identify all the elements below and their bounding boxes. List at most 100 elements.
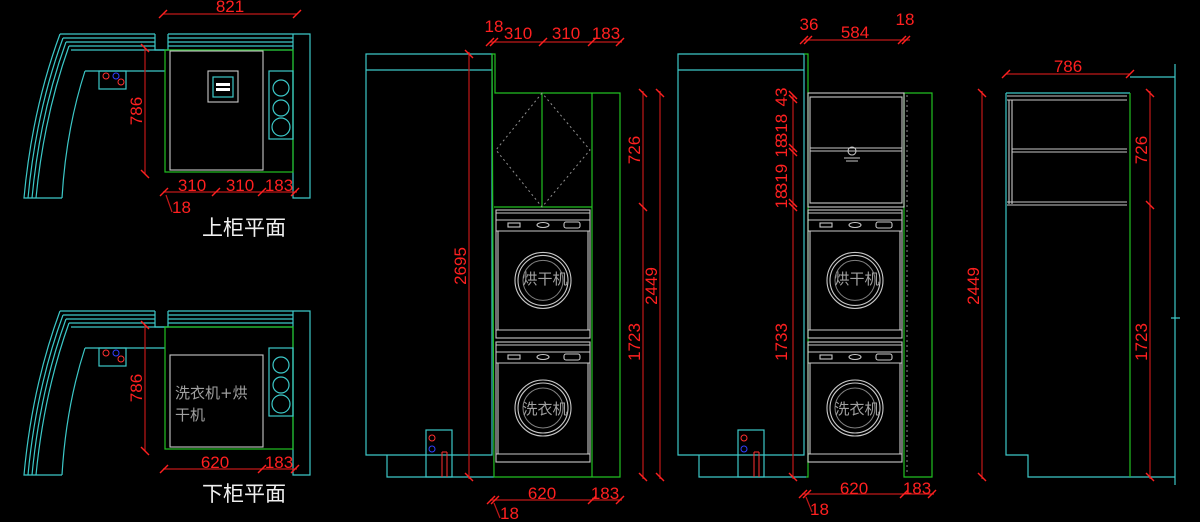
door-outer bbox=[514, 251, 572, 309]
door-outer bbox=[826, 379, 884, 437]
dim-label: 2449 bbox=[964, 267, 983, 305]
dim-label: 620 bbox=[201, 453, 229, 472]
dim-label: 2695 bbox=[451, 247, 470, 285]
dimension-786: 786 bbox=[127, 43, 150, 179]
dim-label: 183 bbox=[592, 24, 620, 43]
washer-dryer-stack bbox=[807, 209, 903, 463]
display-icon bbox=[563, 353, 581, 361]
faucet-fixture bbox=[98, 70, 127, 90]
dimension-bottom-chain: 620 183 bbox=[159, 453, 300, 474]
plan-title: 上柜平面 bbox=[202, 216, 286, 240]
dim-label: 786 bbox=[127, 97, 146, 125]
faucet-fixture bbox=[737, 429, 765, 478]
curved-countertop bbox=[23, 33, 311, 199]
dim-label: 620 bbox=[528, 484, 556, 503]
washer-label: 洗衣机 bbox=[522, 400, 567, 418]
washer bbox=[807, 341, 903, 463]
door-outer bbox=[826, 251, 884, 309]
door-glass bbox=[834, 387, 876, 429]
appliance-footprint bbox=[169, 354, 264, 448]
washer-label: 洗衣机 bbox=[834, 400, 879, 418]
dim-label: 18 bbox=[485, 17, 504, 36]
dimension-lines: 18 310 310 183 2695 726 1723 2449 620 18… bbox=[451, 17, 665, 522]
laundry-cabinet bbox=[491, 53, 621, 478]
dryer bbox=[807, 209, 903, 339]
display-icon bbox=[563, 221, 581, 229]
appliance-label: 干机 bbox=[175, 406, 205, 424]
control-buttons-icon bbox=[507, 354, 521, 360]
dim-label: 18 bbox=[810, 500, 829, 519]
dim-label: 43 bbox=[772, 88, 791, 107]
door-glass bbox=[522, 259, 564, 301]
dim-label: 183 bbox=[903, 479, 931, 498]
washer bbox=[495, 341, 591, 463]
dim-label: 36 bbox=[800, 15, 819, 34]
side-outline bbox=[1005, 64, 1180, 485]
control-buttons-icon bbox=[819, 354, 833, 360]
display-icon bbox=[875, 221, 893, 229]
door-outer bbox=[514, 379, 572, 437]
dim-label: 319 bbox=[772, 164, 791, 192]
dim-label: 183 bbox=[591, 484, 619, 503]
dim-label: 310 bbox=[226, 176, 254, 195]
upper-shelf-unit bbox=[1007, 95, 1127, 206]
dryer bbox=[495, 209, 591, 339]
dim-label: 1723 bbox=[625, 323, 644, 361]
dim-label: 726 bbox=[1132, 136, 1151, 164]
dimension-bottom-chain: 310 310 183 18 bbox=[159, 176, 300, 217]
dimension-821: 821 bbox=[158, 0, 302, 19]
dim-label: 786 bbox=[1054, 57, 1082, 76]
dryer-label: 烘干机 bbox=[522, 270, 567, 288]
dim-label: 18 bbox=[896, 10, 915, 29]
lower-cabinet-plan: 洗衣机+烘 干机 786 620 183 下柜平面 bbox=[23, 310, 311, 506]
dim-label: 2449 bbox=[642, 267, 661, 305]
appliance-top bbox=[169, 50, 264, 171]
door-glass bbox=[522, 387, 564, 429]
curved-countertop bbox=[23, 310, 311, 476]
storage-circles bbox=[268, 347, 294, 417]
dim-label: 726 bbox=[625, 136, 644, 164]
dial-icon bbox=[536, 353, 550, 361]
door-glass bbox=[834, 259, 876, 301]
control-buttons-icon bbox=[819, 222, 833, 228]
dim-label: 1733 bbox=[772, 323, 791, 361]
dim-label: 18 bbox=[500, 504, 519, 522]
display-icon bbox=[875, 353, 893, 361]
dim-label: 318 bbox=[772, 114, 791, 142]
dimension-lines: 786 2449 726 1723 bbox=[964, 57, 1155, 482]
washer-dryer-stack bbox=[495, 209, 591, 463]
upper-cabinet-plan: 821 786 310 310 183 18 上柜平面 bbox=[23, 0, 311, 240]
plan-title: 下柜平面 bbox=[202, 482, 286, 506]
dim-label: 786 bbox=[127, 374, 146, 402]
door-swing bbox=[495, 92, 591, 208]
open-elevation: 烘干机 洗衣机 36 584 18 43 318 18 319 18 1733 … bbox=[677, 10, 937, 519]
faucet-fixture bbox=[98, 347, 127, 367]
dial-icon bbox=[848, 221, 862, 229]
tall-cabinet bbox=[677, 53, 806, 478]
dim-label: 620 bbox=[840, 479, 868, 498]
side-elevation: 786 2449 726 1723 bbox=[964, 57, 1180, 485]
dim-label: 584 bbox=[841, 23, 869, 42]
appliance-label: 洗衣机+烘 bbox=[175, 384, 248, 402]
dryer-control-icon bbox=[207, 70, 239, 103]
dimension-786: 786 bbox=[127, 320, 150, 456]
storage-circles bbox=[268, 70, 294, 140]
dial-icon bbox=[536, 221, 550, 229]
dryer-label: 烘干机 bbox=[834, 270, 879, 288]
open-shelf-unit bbox=[807, 92, 905, 208]
dim-label: 183 bbox=[265, 453, 293, 472]
dial-icon bbox=[848, 353, 862, 361]
dim-label: 1723 bbox=[1132, 323, 1151, 361]
dim-label: 310 bbox=[552, 24, 580, 43]
tall-cabinet bbox=[365, 53, 494, 478]
dim-label: 18 bbox=[172, 198, 191, 217]
control-buttons-icon bbox=[507, 222, 521, 228]
dim-label: 310 bbox=[504, 24, 532, 43]
dim-label: 310 bbox=[178, 176, 206, 195]
dimension-lines: 36 584 18 43 318 18 319 18 1733 620 183 … bbox=[772, 10, 937, 519]
dim-label: 18 bbox=[772, 190, 791, 209]
faucet-fixture bbox=[425, 429, 453, 478]
front-elevation: 烘干机 洗衣机 18 310 310 183 2695 726 1723 244… bbox=[365, 17, 665, 522]
dim-label: 183 bbox=[265, 176, 293, 195]
